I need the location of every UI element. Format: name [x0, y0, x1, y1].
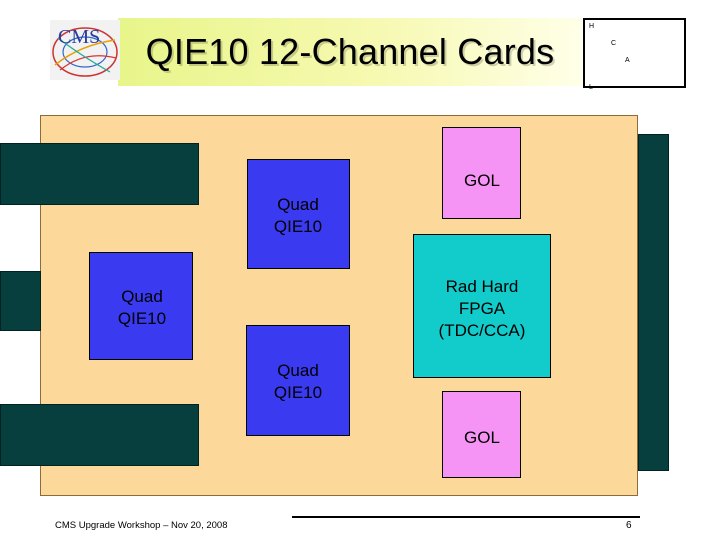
quad-qie10-top-label: Quad QIE10 — [273, 195, 323, 237]
footer-text: CMS Upgrade Workshop – Nov 20, 2008 — [55, 520, 228, 531]
cms-logo-text: CMS — [58, 26, 101, 48]
quad-qie10-bottom-label: Quad QIE10 — [273, 361, 323, 403]
hcal-letter-h: H — [589, 23, 595, 30]
gol-top — [442, 127, 521, 219]
footer-divider — [292, 516, 640, 518]
cms-logo: CMS — [50, 20, 120, 80]
connector-right — [638, 134, 669, 471]
quad-qie10-left — [89, 252, 193, 360]
quad-qie10-left-label: Quad QIE10 — [117, 287, 167, 329]
rad-hard-fpga-label: Rad Hard FPGA (TDC/CCA) — [438, 277, 526, 341]
hcal-logo-box: H C A L — [583, 18, 686, 91]
slide-title: QIE10 12-Channel Cards — [145, 31, 555, 72]
hcal-letter-l: L — [589, 84, 593, 91]
connector-left-top — [0, 143, 199, 205]
gol-bottom — [442, 391, 521, 478]
hcal-letter-a: A — [625, 57, 630, 64]
title-banner: QIE10 12-Channel Cards — [118, 18, 582, 86]
gol-bottom-label: GOL — [464, 428, 500, 447]
quad-qie10-top — [247, 159, 350, 269]
connector-left-bottom — [0, 404, 199, 466]
cms-logo-graphic — [50, 20, 120, 80]
gol-top-label: GOL — [464, 171, 500, 190]
quad-qie10-bottom — [246, 325, 350, 436]
hcal-letter-c: C — [611, 40, 617, 47]
connector-left-middle — [0, 271, 41, 331]
rad-hard-fpga — [413, 234, 551, 378]
page-number: 6 — [626, 520, 632, 531]
